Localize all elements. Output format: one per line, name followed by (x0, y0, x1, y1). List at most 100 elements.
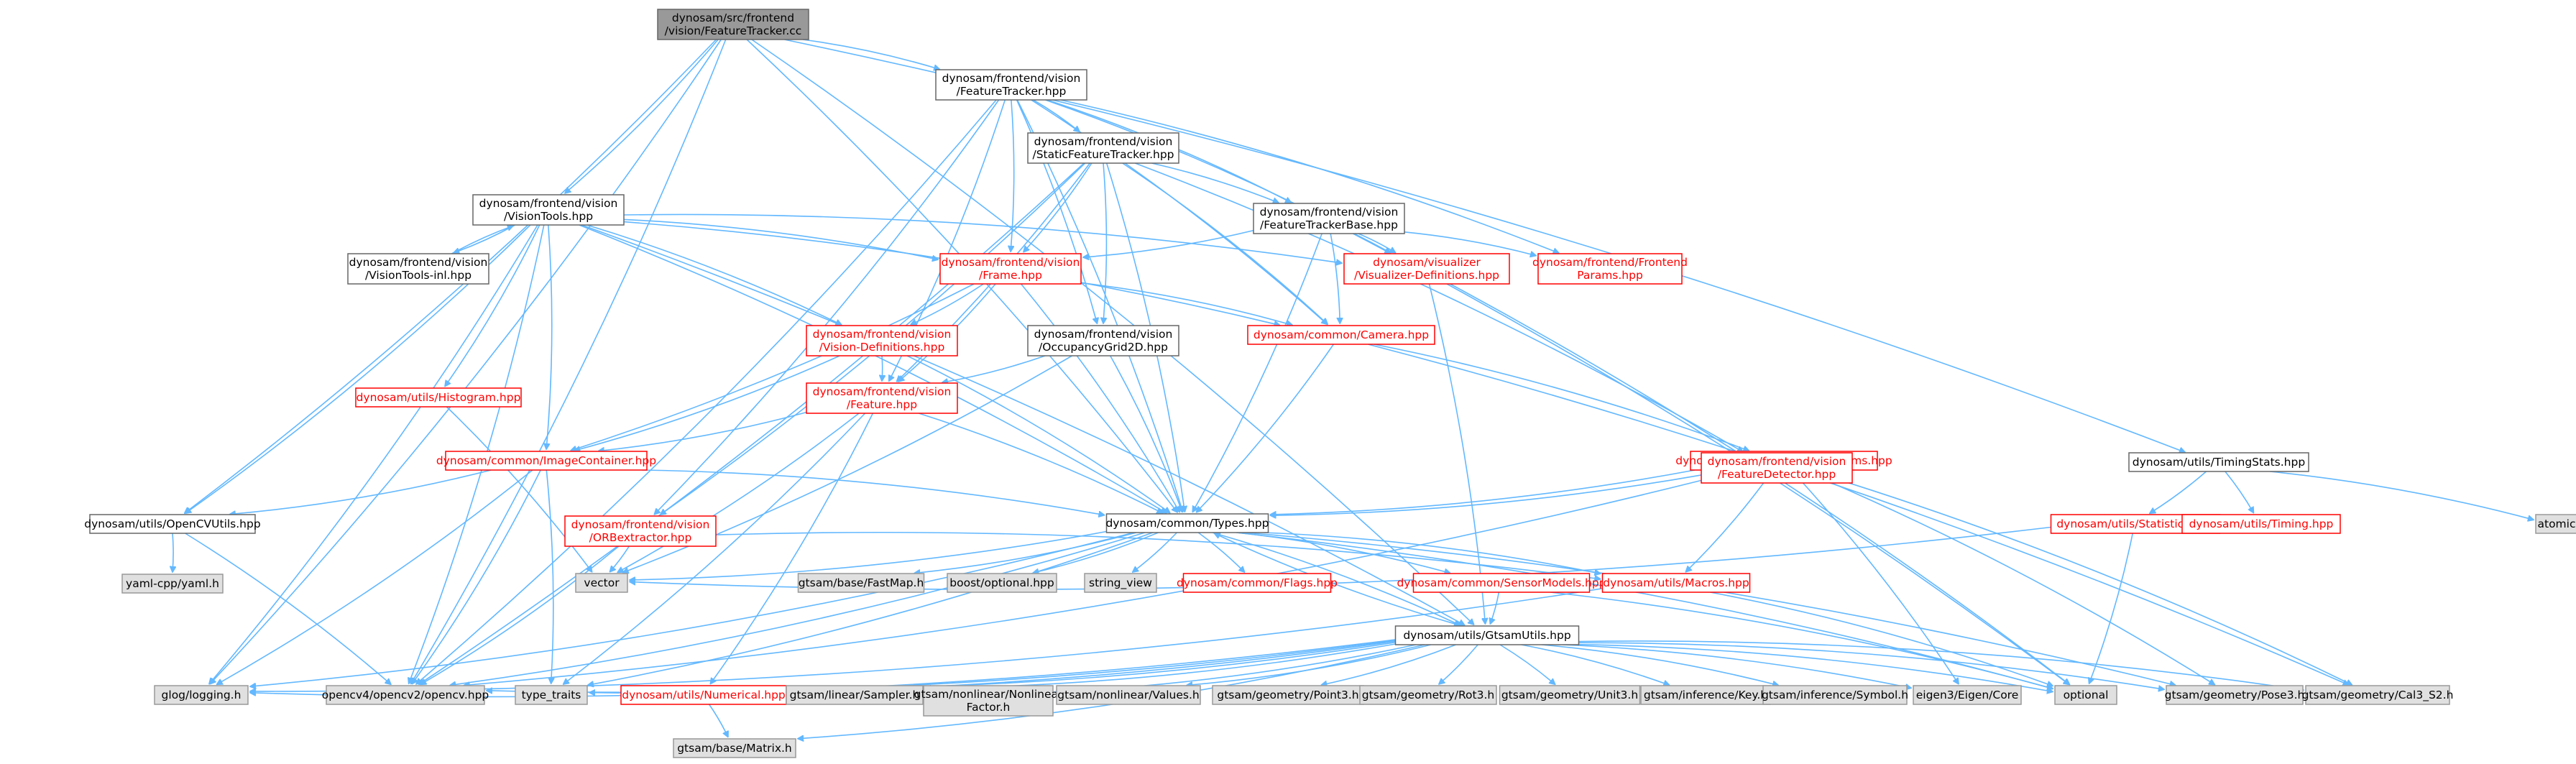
edge-sft_hpp-to-frame (1024, 162, 1092, 252)
edge-frame-to-types (1020, 283, 1180, 512)
node-box (947, 573, 1057, 593)
node-label: yaml-cpp/yaml.h (126, 577, 219, 590)
node-imgcont[interactable]: dynosam/common/ImageContainer.hpp (436, 451, 656, 471)
node-sensormodels[interactable]: dynosam/common/SensorModels.hpp (1397, 573, 1606, 593)
edge-camparams-to-cal3s2 (1807, 469, 2352, 685)
node-box (1056, 685, 1201, 705)
node-label: dynosam/utils/Statistics.hpp (2056, 517, 2214, 530)
node-label: /ORBextractor.hpp (589, 531, 692, 544)
node-feature[interactable]: dynosam/frontend/vision/Feature.hpp (806, 382, 958, 414)
node-flags[interactable]: dynosam/common/Flags.hpp (1177, 573, 1338, 593)
node-box (797, 573, 925, 593)
node-orbext[interactable]: dynosam/frontend/vision/ORBextractor.hpp (564, 515, 717, 547)
node-boostopt[interactable]: boost/optional.hpp (947, 573, 1057, 593)
node-histogram[interactable]: dynosam/utils/Histogram.hpp (355, 387, 522, 408)
node-rot3[interactable]: gtsam/geometry/Rot3.h (1359, 685, 1497, 705)
node-box (355, 387, 522, 408)
node-typetraits[interactable]: type_traits (515, 685, 588, 705)
node-point3[interactable]: gtsam/geometry/Point3.h (1212, 685, 1364, 705)
node-label: gtsam/base/Matrix.h (677, 742, 792, 755)
node-label: string_view (1089, 576, 1152, 590)
node-box (786, 685, 924, 705)
node-label: dynosam/common/SensorModels.hpp (1397, 576, 1606, 589)
edge-ft_hpp-to-opencv (416, 99, 997, 684)
node-opencv[interactable]: opencv4/opencv2/opencv.hpp (322, 685, 489, 705)
node-numerical[interactable]: dynosam/utils/Numerical.hpp (620, 685, 787, 705)
edge-sft_hpp-to-featdet (1134, 162, 1743, 452)
node-pose3[interactable]: gtsam/geometry/Pose3.h (2165, 685, 2305, 705)
edge-vizdef-to-gtsamutils (1428, 283, 1486, 624)
edge-types-to-optional (1236, 532, 2053, 689)
node-label: dynosam/common/ImageContainer.hpp (436, 454, 656, 467)
node-unit3[interactable]: gtsam/geometry/Unit3.h (1499, 685, 1641, 705)
node-vector[interactable]: vector (575, 573, 628, 593)
edge-timingstats-to-atomic (2269, 471, 2534, 520)
node-optional[interactable]: optional (2054, 685, 2117, 705)
node-vizdef[interactable]: dynosam/visualizer/Visualizer-Definition… (1343, 253, 1510, 285)
node-label: gtsam/geometry/Cal3_S2.h (2302, 689, 2454, 702)
node-sampler[interactable]: gtsam/linear/Sampler.h (786, 685, 924, 705)
node-label: dynosam/frontend/Frontend (1532, 256, 1688, 269)
node-symbol[interactable]: gtsam/inference/Symbol.h (1762, 685, 1908, 705)
node-atomic[interactable]: atomic (2535, 514, 2576, 534)
node-box (806, 325, 958, 356)
node-visdef[interactable]: dynosam/frontend/vision/Vision-Definitio… (806, 325, 958, 356)
edge-ftb_hpp-to-camera (1330, 233, 1340, 323)
edge-histogram-to-vector (446, 406, 592, 572)
node-box (2054, 685, 2117, 705)
node-ft_hpp[interactable]: dynosam/frontend/vision/FeatureTracker.h… (935, 69, 1087, 101)
node-eigen[interactable]: eigen3/Eigen/Core (1913, 685, 2022, 705)
node-macros[interactable]: dynosam/utils/Macros.hpp (1601, 573, 1751, 593)
node-timingstats[interactable]: dynosam/utils/TimingStats.hpp (2128, 452, 2309, 472)
edge-occgrid-to-feature (942, 355, 1046, 382)
node-box (1084, 573, 1157, 593)
node-fastmap[interactable]: gtsam/base/FastMap.h (797, 573, 925, 593)
node-timing[interactable]: dynosam/utils/Timing.hpp (2181, 514, 2341, 534)
node-box (89, 514, 256, 534)
node-occgrid[interactable]: dynosam/frontend/vision/OccupancyGrid2D.… (1027, 325, 1179, 356)
edge-feature-to-types (919, 413, 1162, 513)
node-featdet[interactable]: dynosam/frontend/vision/FeatureDetector.… (1701, 452, 1853, 484)
edge-feature-to-imgcont (599, 411, 807, 451)
node-box (1182, 573, 1332, 593)
edge-camera-to-camparams (1374, 344, 1749, 451)
node-box (121, 574, 224, 594)
node-root[interactable]: dynosam/src/frontend/vision/FeatureTrack… (657, 9, 809, 40)
node-types[interactable]: dynosam/common/Types.hpp (1105, 513, 1269, 533)
node-ftb_hpp[interactable]: dynosam/frontend/vision/FeatureTrackerBa… (1253, 203, 1405, 234)
edge-gtsamutils-to-optional (1578, 643, 2053, 692)
node-camera[interactable]: dynosam/common/Camera.hpp (1247, 325, 1435, 345)
node-label: dynosam/utils/OpenCVUtils.hpp (84, 517, 260, 530)
node-glog[interactable]: glog/logging.h (154, 685, 249, 705)
node-label: glog/logging.h (162, 689, 242, 701)
edge-feature-to-numerical (710, 413, 874, 684)
node-label: optional (2064, 689, 2109, 701)
node-opencvutils[interactable]: dynosam/utils/OpenCVUtils.hpp (84, 514, 261, 534)
header-nodes: dynosam/src/frontend/vision/FeatureTrack… (84, 9, 2576, 758)
node-label: dynosam/frontend/vision (1034, 328, 1173, 341)
node-frame[interactable]: dynosam/frontend/vision/Frame.hpp (939, 253, 1082, 285)
node-vtinl[interactable]: dynosam/frontend/vision/VisionTools-inl.… (347, 253, 489, 285)
edge-vt_hpp-to-types (579, 224, 1167, 513)
node-yamlcpp[interactable]: yaml-cpp/yaml.h (121, 574, 224, 594)
node-box (1394, 625, 1580, 645)
node-nlvalues[interactable]: gtsam/nonlinear/Values.h (1056, 685, 1201, 705)
node-label: opencv4/opencv2/opencv.hpp (322, 689, 489, 701)
node-gtsamutils[interactable]: dynosam/utils/GtsamUtils.hpp (1394, 625, 1580, 645)
edge-frame-to-imgcont (571, 283, 975, 451)
edge-imgcont-to-opencvutils (230, 469, 492, 515)
edge-vt_hpp-to-vizdef (623, 213, 1342, 263)
node-label: dynosam/utils/Timing.hpp (2189, 517, 2334, 530)
node-key[interactable]: gtsam/inference/Key.h (1640, 685, 1771, 705)
edge-sft_hpp-to-occgrid (1103, 162, 1108, 323)
node-matrix[interactable]: gtsam/base/Matrix.h (673, 738, 796, 758)
node-vt_hpp[interactable]: dynosam/frontend/vision/VisionTools.hpp (472, 194, 625, 226)
node-stringview[interactable]: string_view (1084, 573, 1157, 593)
node-sft_hpp[interactable]: dynosam/frontend/vision/StaticFeatureTra… (1027, 132, 1179, 164)
node-cal3s2[interactable]: gtsam/geometry/Cal3_S2.h (2302, 685, 2454, 705)
edge-ftb_hpp-to-frame (1083, 229, 1254, 257)
node-box (1027, 325, 1179, 356)
node-label: dynosam/visualizer (1373, 256, 1481, 269)
